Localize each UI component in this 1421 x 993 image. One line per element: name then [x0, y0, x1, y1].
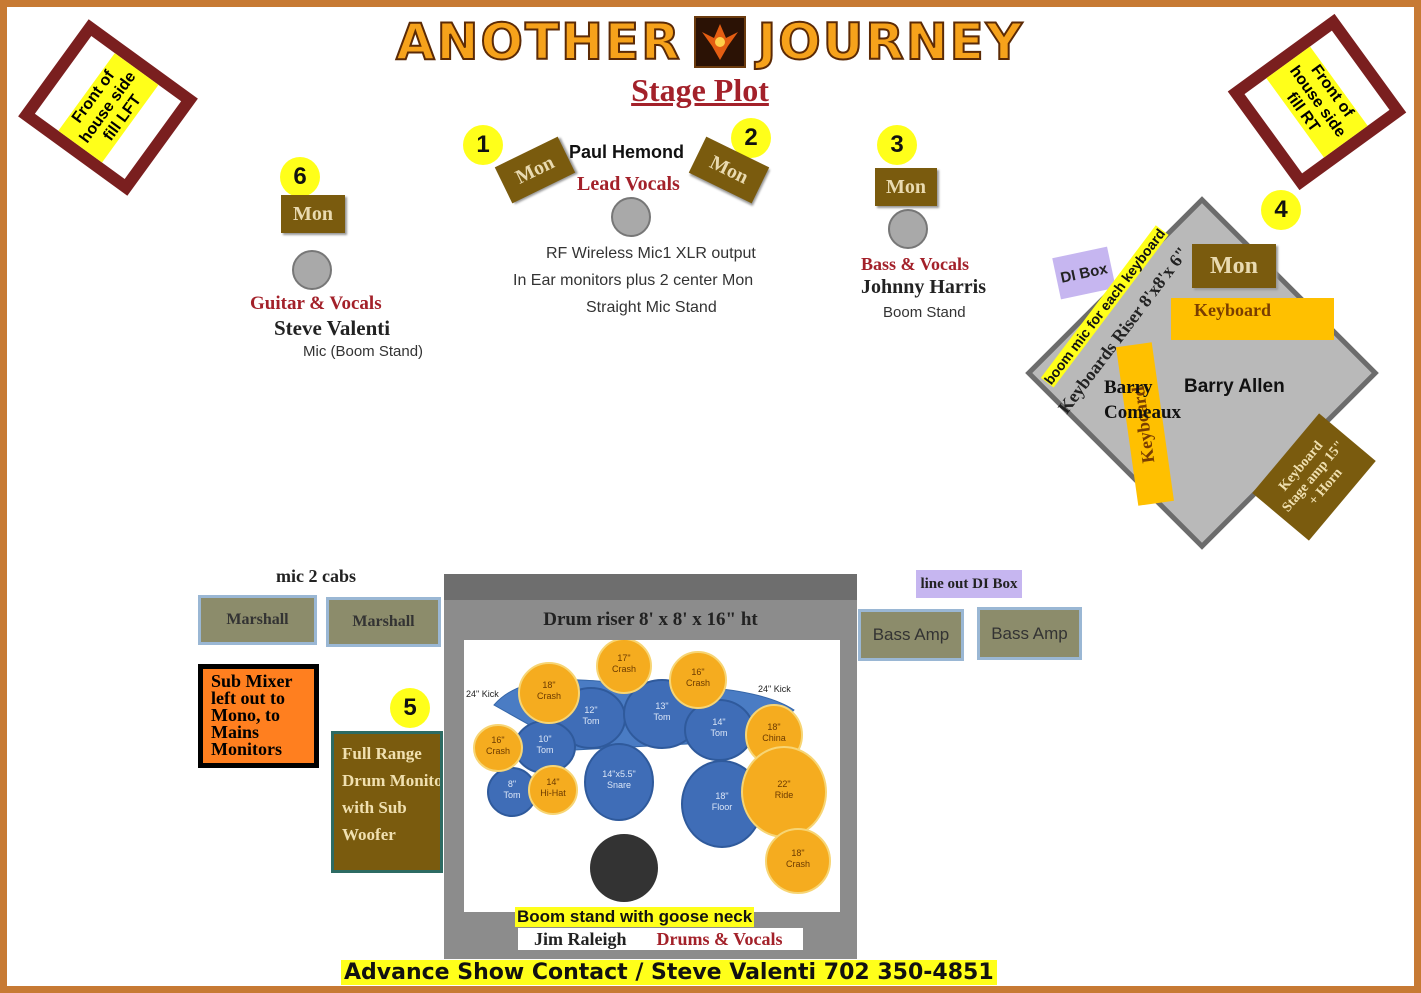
- lead-note-1: RF Wireless Mic1 XLR output: [546, 245, 756, 262]
- mic-cabs-note: mic 2 cabs: [276, 566, 356, 586]
- keyboard-1: Keyboard: [1171, 298, 1334, 340]
- position-3-badge: 3: [877, 125, 917, 165]
- kick-right-label: 24" Kick: [758, 684, 791, 694]
- marshall-cab-1-label: Marshall: [226, 611, 289, 628]
- phoenix-emblem-icon: [693, 16, 746, 68]
- keyboard-1-label: Keyboard: [1193, 300, 1271, 320]
- logo-text-right: JOURNEY: [757, 12, 1025, 72]
- position-4-badge: 4: [1261, 190, 1301, 230]
- monitor-6-label: Mon: [293, 202, 333, 225]
- drum-piece-label-9: 13"Tom: [653, 701, 670, 722]
- lead-name: Paul Hemond: [569, 142, 685, 162]
- drum-piece-label-14: 18"Floor: [712, 791, 733, 812]
- marshall-cab-2: Marshall: [326, 597, 441, 647]
- monitor-2-label: Mon: [706, 150, 753, 189]
- sub-mixer-label: Sub Mixer left out to Mono, to Mains Mon…: [211, 671, 293, 759]
- drum-13: [584, 743, 654, 821]
- bass-amp-2-label: Bass Amp: [991, 623, 1068, 643]
- bass-note: Boom Stand: [883, 304, 966, 321]
- cymbal-7: [528, 765, 578, 815]
- guitar-role: Guitar & Vocals: [250, 293, 382, 314]
- monitor-1-label: Mon: [511, 150, 558, 189]
- bass-role: Bass & Vocals: [861, 254, 970, 274]
- lead-role: Lead Vocals: [577, 173, 680, 195]
- mic-lead: [611, 197, 651, 237]
- drum-piece-label-2: 17"Crash: [612, 653, 636, 674]
- monitor-4-label: Mon: [1210, 252, 1258, 279]
- monitor-6: Mon: [281, 195, 345, 233]
- bass-amp-1: Bass Amp: [858, 609, 964, 661]
- band-logo: ANOTHER JOURNEY: [315, 12, 1105, 72]
- lead-note-2: In Ear monitors plus 2 center Mon: [513, 272, 754, 289]
- cymbal-1: [518, 662, 580, 724]
- cymbal-0: [473, 724, 523, 772]
- drum-riser-label: Drum riser 8' x 8' x 16" ht: [543, 609, 758, 630]
- drum-piece-label-7: 14"Hi-Hat: [540, 777, 566, 798]
- keys-player-1: Barry Comeaux: [1104, 377, 1182, 423]
- kick-left-label: 24" Kick: [466, 689, 499, 699]
- bass-name: Johnny Harris: [861, 276, 987, 298]
- drum-piece-label-10: 14"Tom: [710, 717, 727, 738]
- drummer-role: Drums & Vocals: [656, 928, 783, 949]
- position-6-badge: 6: [280, 157, 320, 197]
- drummer-name: Jim Raleigh: [534, 928, 627, 949]
- drum-piece-label-3: 16"Crash: [686, 667, 710, 688]
- guitar-name: Steve Valenti: [274, 316, 391, 340]
- advance-contact: Advance Show Contact / Steve Valenti 702…: [341, 960, 997, 985]
- foh-right-label: Front of house side fill RT: [1266, 46, 1368, 158]
- foh-left-label: Front of house side fill LFT: [57, 52, 159, 163]
- guitar-note: Mic (Boom Stand): [303, 343, 424, 360]
- drum-piece-label-1: 18"Crash: [537, 680, 561, 701]
- drum-kit: 12"Tom 13"Tom 14"Tom 10"Tom 8"Tom 18"Floor 14"…: [466, 640, 831, 902]
- drum-piece-label-8: 12"Tom: [582, 705, 599, 726]
- drum-piece-label-4: 18"China: [762, 722, 786, 743]
- keys-player-2: Barry Allen: [1184, 376, 1285, 397]
- line-out-di-box: line out DI Box: [916, 570, 1022, 598]
- drum-boom-note: Boom stand with goose neck: [515, 907, 755, 927]
- drum-throne: [590, 834, 658, 902]
- drum-piece-label-0: 16"Crash: [486, 735, 510, 756]
- bass-amp-2: Bass Amp: [977, 607, 1082, 660]
- monitor-4: Mon: [1192, 244, 1276, 288]
- position-1-badge: 1: [463, 125, 503, 165]
- drum-piece-label-11: 10"Tom: [536, 734, 553, 755]
- lead-note-3: Straight Mic Stand: [586, 299, 717, 316]
- drum-piece-label-5: 22"Ride: [775, 779, 794, 800]
- drum-piece-label-12: 8"Tom: [503, 779, 520, 800]
- cymbal-6: [765, 828, 831, 894]
- drum-monitor-label: Full Range Drum Monitor with Sub Woofer: [342, 744, 443, 844]
- drummer-label: Jim Raleigh Drums & Vocals: [518, 928, 803, 950]
- di-box-keys-label: DI Box: [1058, 259, 1109, 287]
- monitor-3: Mon: [875, 168, 937, 206]
- page-title: Stage Plot: [631, 72, 769, 108]
- marshall-cab-2-label: Marshall: [352, 613, 415, 630]
- drum-monitor: Full Range Drum Monitor with Sub Woofer: [331, 731, 443, 873]
- position-5-badge: 5: [390, 688, 430, 728]
- drum-piece-label-13: 14"x5.5"Snare: [602, 769, 635, 790]
- mic-bass: [888, 209, 928, 249]
- marshall-cab-1: Marshall: [198, 595, 317, 645]
- bass-amp-1-label: Bass Amp: [872, 625, 950, 644]
- cymbal-2: [596, 640, 652, 694]
- mic-guitar: [292, 250, 332, 290]
- sub-mixer: Sub Mixer left out to Mono, to Mains Mon…: [198, 664, 319, 768]
- cymbal-3: [669, 651, 727, 709]
- line-out-di-box-label: line out DI Box: [920, 575, 1018, 592]
- logo-text-left: ANOTHER: [395, 12, 682, 72]
- monitor-3-label: Mon: [886, 175, 926, 198]
- drum-piece-label-6: 18"Crash: [786, 848, 810, 869]
